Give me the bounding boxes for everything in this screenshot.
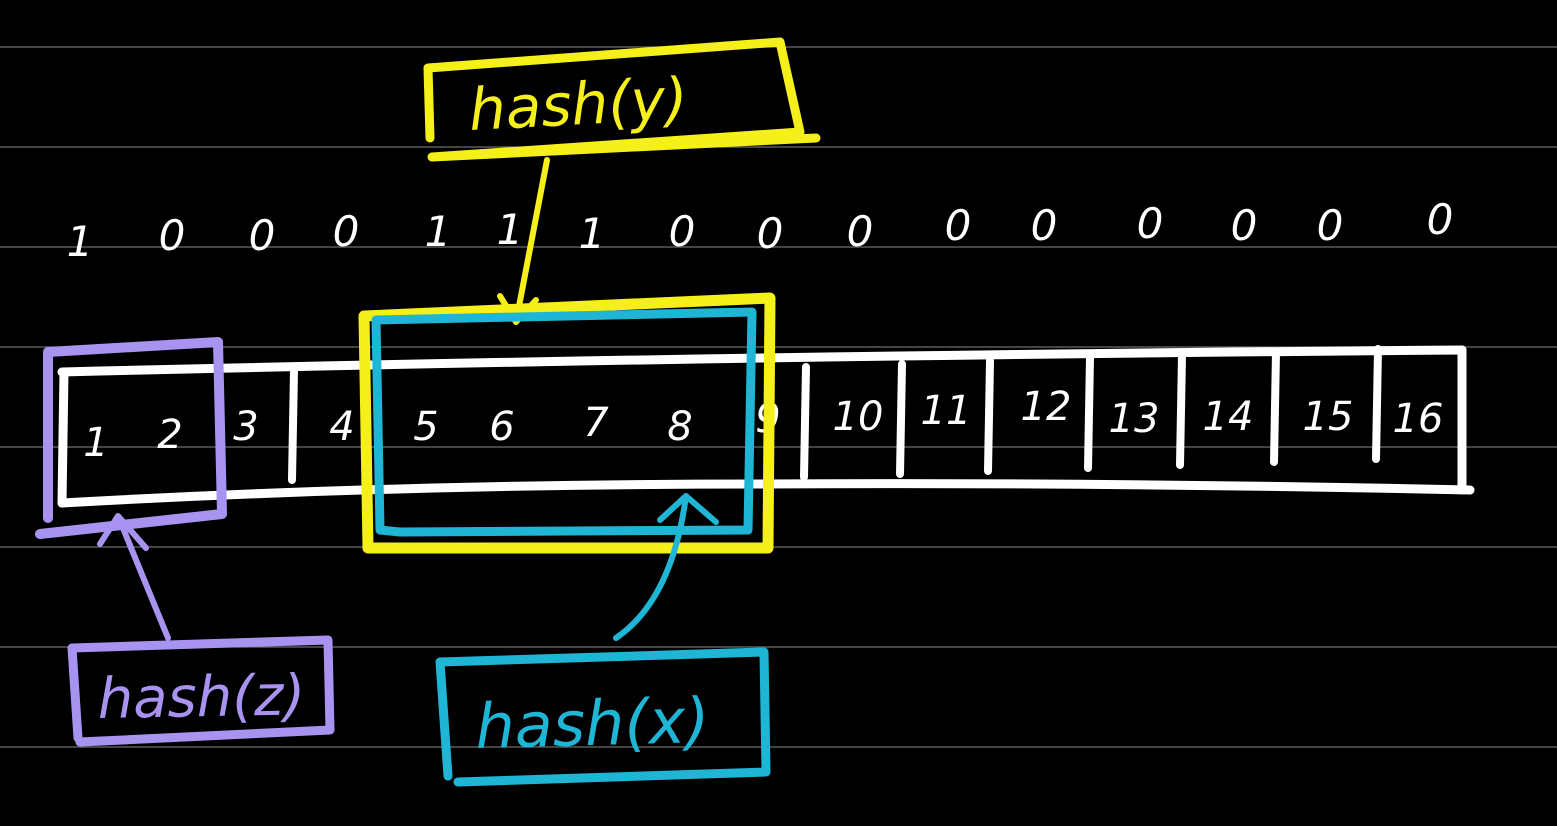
bit-value: 1 — [425, 207, 452, 256]
cell-index: 1 — [83, 420, 108, 466]
bit-value: 0 — [1231, 201, 1258, 250]
bit-value: 0 — [1317, 201, 1344, 250]
cell-divider — [1270, 348, 1280, 466]
array-top-edge — [57, 345, 1467, 377]
hash-z-arrow — [97, 513, 171, 641]
array-strip — [57, 345, 1475, 508]
bit-value: 0 — [757, 209, 784, 258]
hash-x-label: hash(x) — [474, 684, 710, 763]
cell-index: 16 — [1393, 396, 1444, 442]
ruled-lines — [0, 46, 1557, 748]
cell-dividers — [288, 345, 1382, 484]
bit-value: 0 — [1137, 199, 1164, 248]
hash-z-label: hash(z) — [97, 663, 306, 732]
cell-index: 14 — [1203, 394, 1254, 440]
cell-index: 2 — [157, 412, 182, 458]
hash-y-label: hash(y) — [467, 65, 689, 144]
array-left-edge — [57, 367, 69, 508]
bit-value: 1 — [497, 205, 524, 254]
bit-value: 0 — [159, 211, 186, 260]
bit-value: 0 — [945, 201, 972, 250]
cell-index: 8 — [667, 404, 692, 450]
bit-value: 1 — [67, 217, 94, 266]
bit-value: 0 — [249, 211, 276, 260]
bit-value: 0 — [333, 207, 360, 256]
hash-z-group: hash(z) — [35, 337, 335, 747]
cell-index: 13 — [1109, 396, 1160, 442]
cell-index: 12 — [1021, 384, 1072, 430]
hash-y-group: hash(y) — [358, 37, 821, 554]
cell-index: 3 — [233, 404, 258, 450]
hash-x-group: hash(x) — [371, 307, 771, 787]
cell-divider — [1372, 345, 1382, 463]
hash-z-range-box — [35, 337, 227, 539]
bit-value: 0 — [1031, 201, 1058, 250]
cell-index: 5 — [413, 404, 438, 450]
cell-index: 4 — [329, 404, 354, 450]
cell-divider — [1084, 354, 1094, 472]
hash-x-label-box — [435, 647, 771, 787]
bit-value: 0 — [1427, 195, 1454, 244]
hash-z-label-box — [67, 635, 335, 747]
cell-index: 11 — [921, 388, 972, 434]
cell-divider — [1176, 351, 1186, 469]
hash-x-arrow — [613, 493, 719, 641]
bit-value: 0 — [669, 207, 696, 256]
hash-y-label-box — [423, 37, 821, 162]
cell-index: 15 — [1303, 394, 1354, 440]
cell-index: 10 — [833, 394, 884, 440]
hash-y-range-box — [358, 292, 776, 554]
cell-divider — [288, 366, 298, 484]
array-bottom-edge — [57, 479, 1475, 508]
bit-value: 0 — [847, 207, 874, 256]
cell-index: 6 — [489, 404, 514, 450]
cell-divider — [896, 360, 906, 478]
cell-divider — [800, 363, 810, 481]
bit-value: 1 — [579, 209, 606, 258]
cell-divider — [984, 357, 994, 475]
hash-x-range-box — [371, 307, 757, 537]
cell-index: 7 — [583, 400, 609, 446]
